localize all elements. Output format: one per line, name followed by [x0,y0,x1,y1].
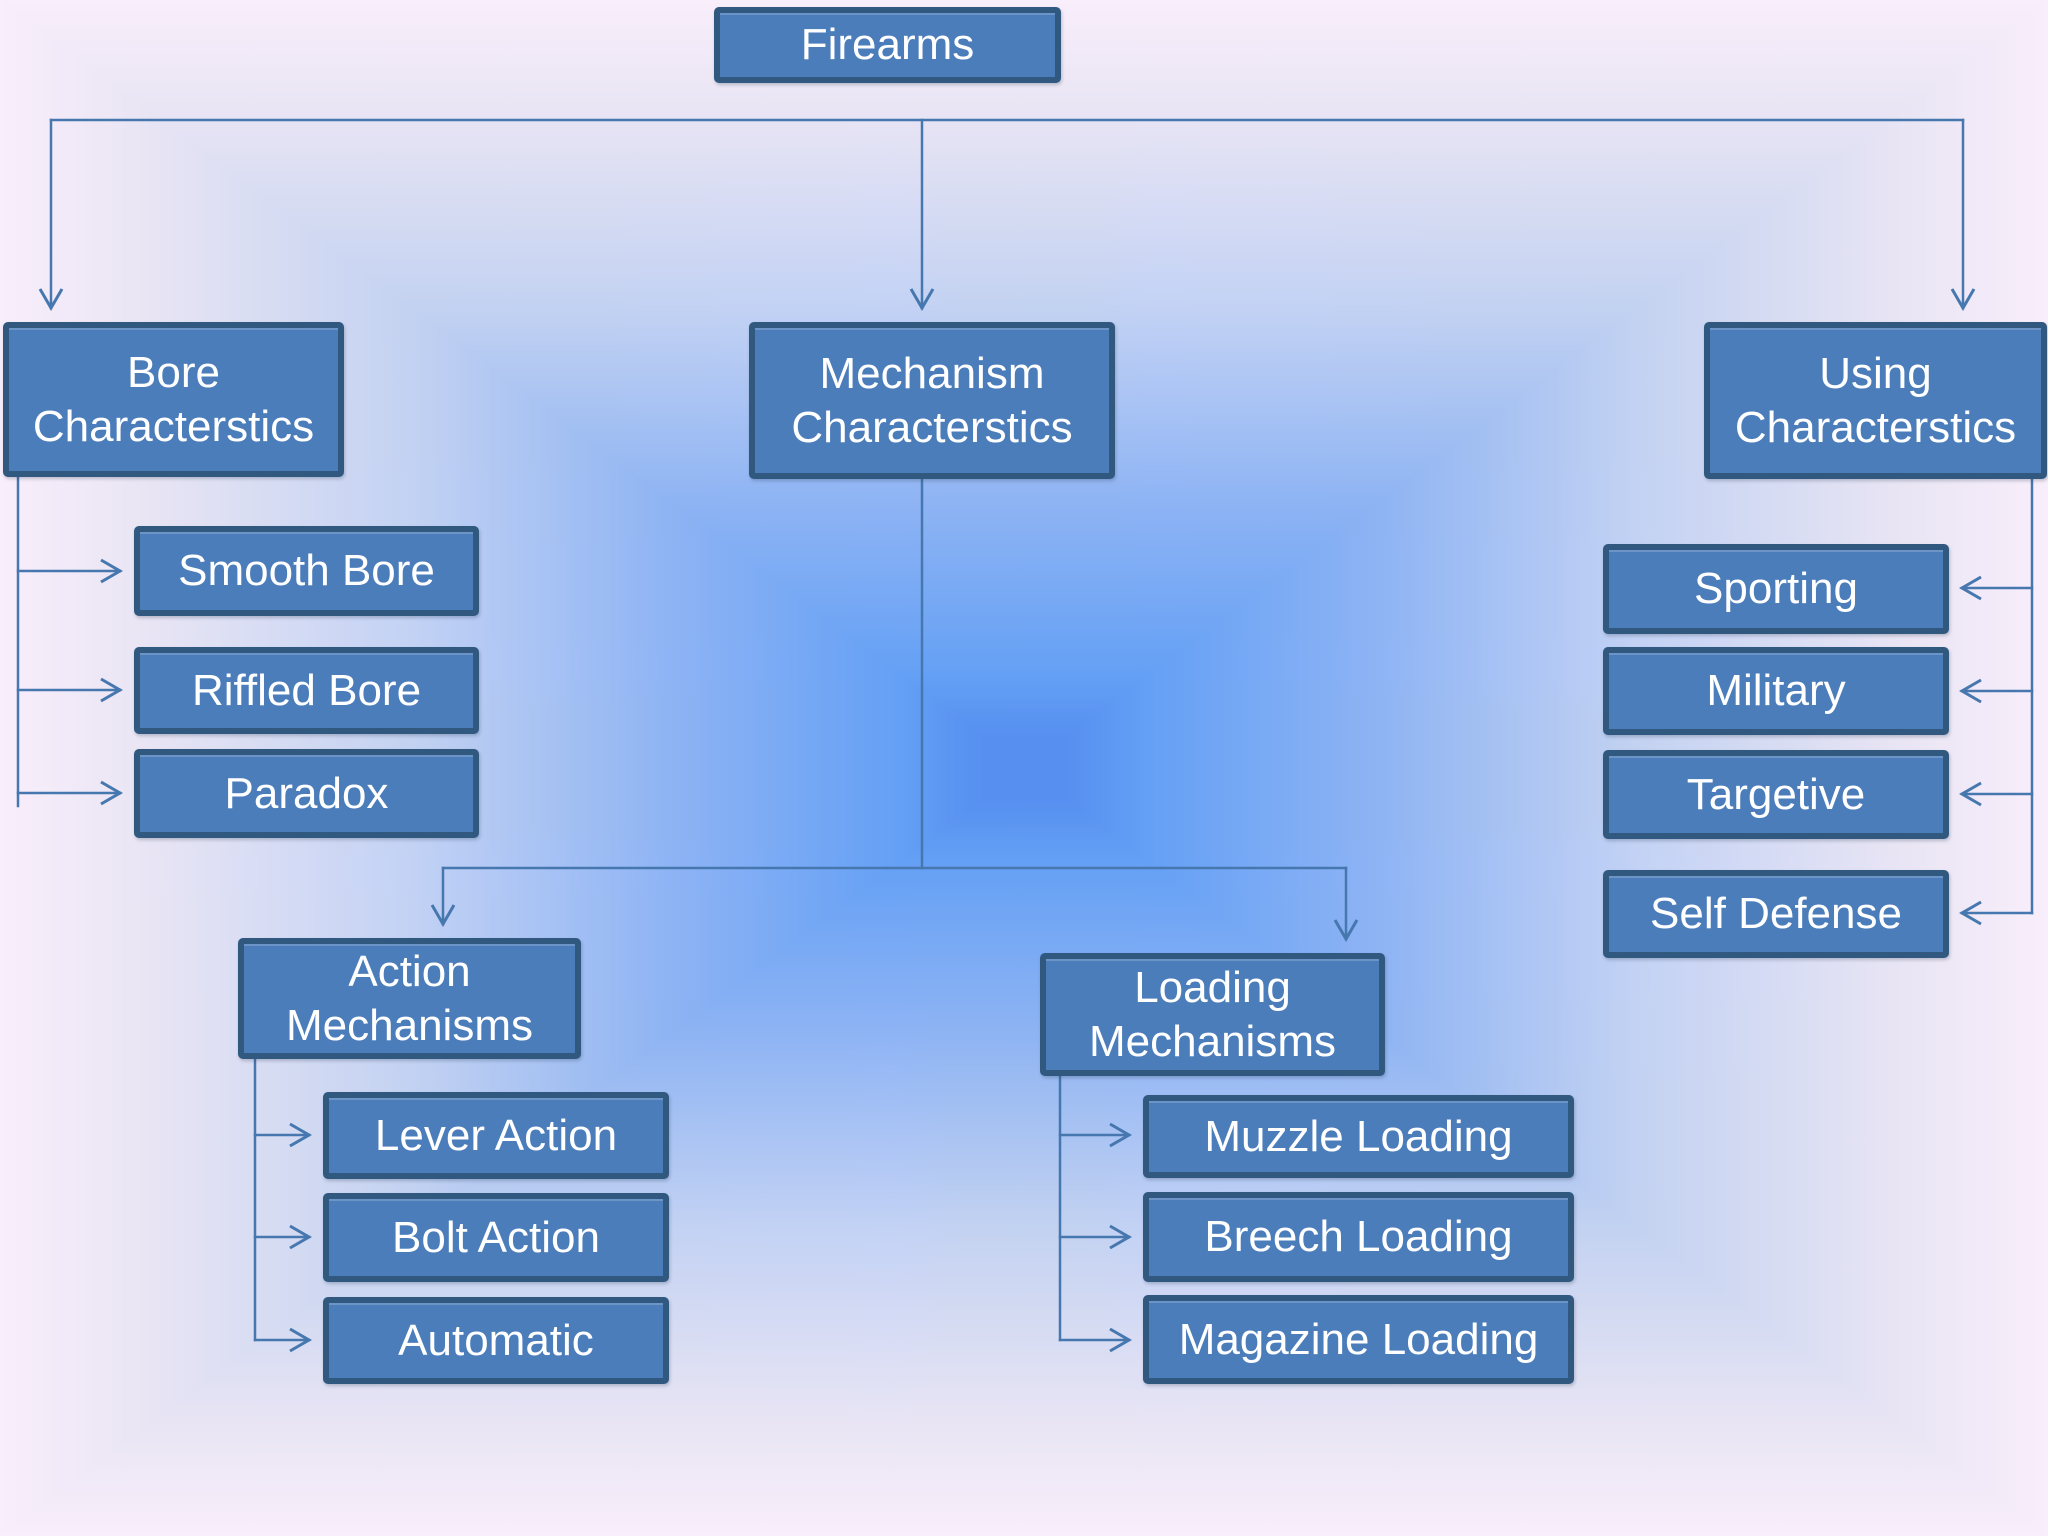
node-muzzle-loading: Muzzle Loading [1143,1095,1574,1178]
node-magazine-loading: Magazine Loading [1143,1295,1574,1384]
node-loading-mechanisms: Loading Mechanisms [1040,953,1385,1076]
node-military: Military [1603,647,1949,735]
node-lever-action: Lever Action [323,1092,669,1179]
node-bore-characterstics: Bore Characterstics [3,322,344,477]
node-riffled-bore: Riffled Bore [134,647,479,734]
node-breech-loading: Breech Loading [1143,1192,1574,1282]
node-self-defense: Self Defense [1603,870,1949,958]
node-action-mechanisms: Action Mechanisms [238,938,581,1059]
node-automatic: Automatic [323,1297,669,1384]
node-using-characterstics: Using Characterstics [1704,322,2047,479]
node-firearms: Firearms [714,7,1061,83]
node-smooth-bore: Smooth Bore [134,526,479,616]
node-bolt-action: Bolt Action [323,1193,669,1282]
node-mechanism-characterstics: Mechanism Characterstics [749,322,1115,479]
node-targetive: Targetive [1603,750,1949,839]
node-sporting: Sporting [1603,544,1949,634]
node-paradox: Paradox [134,749,479,838]
